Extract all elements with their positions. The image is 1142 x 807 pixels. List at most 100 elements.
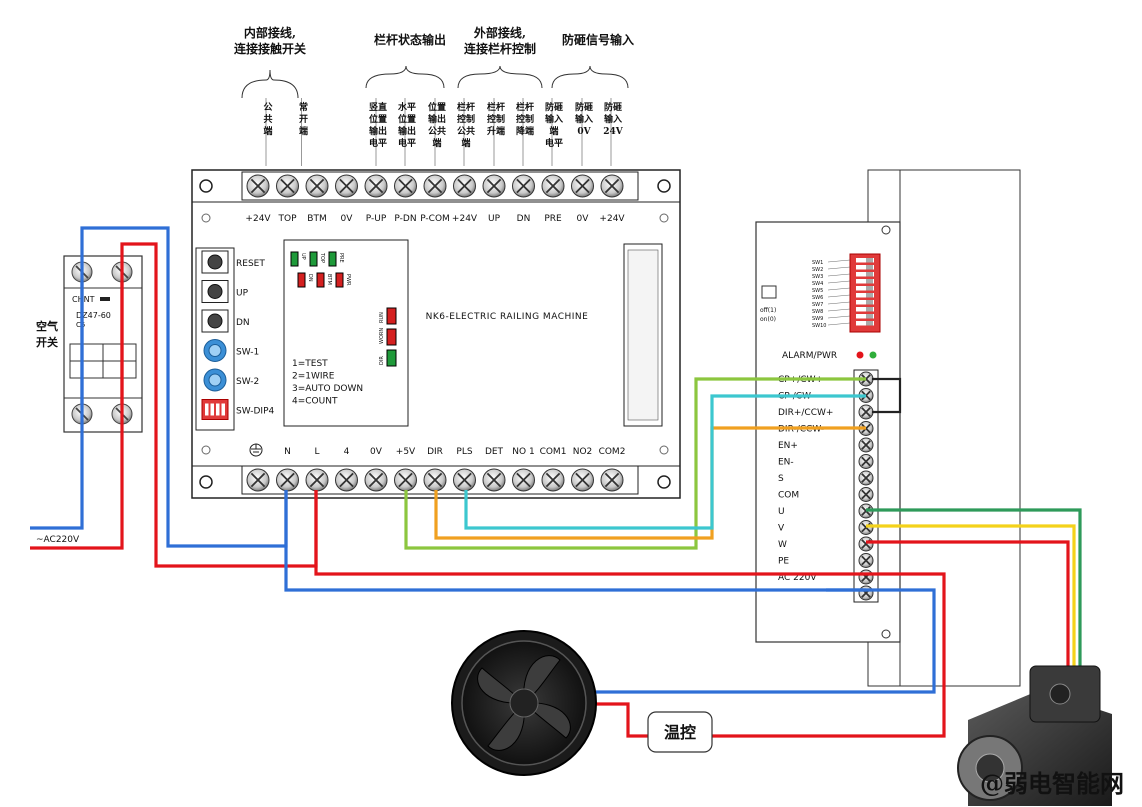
wire [596,702,648,738]
switch-label: SW1 [812,260,823,266]
terminal-note: 电平 [398,137,416,149]
led-label: RUN [379,312,385,323]
bottom-terminal-label: L [314,447,319,457]
terminal-note: 栏杆 [487,101,505,113]
wire [464,394,866,530]
wire [404,377,866,550]
top-terminal-label: +24V [452,214,478,224]
bottom-terminal-screw [541,468,565,492]
driver-terminal-label: U [778,507,785,517]
terminal-note: 输出 [369,125,387,137]
anti-smash-label: 防砸信号输入 [562,32,634,47]
bottom-terminal-screw [364,468,388,492]
switch-label: SW6 [812,295,823,301]
ground-symbol-icon [249,443,263,457]
brace-anti-smash [551,65,629,89]
terminal-note: 输出 [428,113,446,125]
brace-status [365,65,445,89]
led-label: DN [307,274,313,282]
bottom-terminal-label: PLS [456,447,472,457]
led-vertical-icon [386,307,397,325]
terminal-note: 端 [549,125,558,137]
terminal-note: 端 [263,125,272,137]
terminal-note: 控制 [516,113,534,125]
switch-label: SW7 [812,302,823,308]
bottom-terminal-label: COM2 [599,447,626,457]
top-terminal-label: TOP [277,214,297,224]
mode-item: 3=AUTO DOWN [292,384,363,394]
terminal-note: 共 [263,113,272,125]
led-label: PWR [345,274,351,286]
dip-switch-icon [849,253,881,333]
terminal-note: 降端 [516,125,534,137]
driver-terminal-label: DIR+/CCW+ [778,408,833,418]
mode-item: 1=TEST [292,359,328,369]
button-label: SW-2 [236,377,259,387]
external-wiring-line2: 连接栏杆控制 [464,41,536,56]
controller-title: NK6-ELECTRIC RAILING MACHINE [426,312,589,322]
terminal-note: 输入 [545,113,563,125]
switch-label: SW4 [812,281,823,287]
brace-external [457,65,543,89]
switch-label: SW5 [812,288,823,294]
bottom-terminal-screw [512,468,535,492]
wire [866,508,1082,676]
switch-label: SW8 [812,309,823,315]
led-label: BTM [326,274,332,285]
terminal-note: 控制 [457,113,475,125]
breaker-label-line1: 空气 [36,319,58,333]
servo-motor-icon [957,665,1112,806]
terminal-note: 常 [299,101,308,113]
top-terminal-block [241,171,639,201]
terminal-note: 升端 [487,125,505,137]
driver-terminal-screw [858,454,874,469]
terminal-note: 位置 [428,101,446,113]
driver-terminal-screw [858,585,874,601]
driver-terminal-label: EN- [778,458,794,468]
driver-terminal-screw [858,553,874,568]
bottom-terminal-label: +5V [396,447,416,457]
driver-terminal-label: PE [778,557,789,567]
wire [434,426,866,540]
button-label: SW-DIP4 [236,407,275,417]
terminal-note: 防砸 [575,101,593,113]
top-terminal-label: P-DN [394,214,416,224]
driver-terminal-label: W [778,540,787,550]
top-terminal-label: P-UP [366,214,387,224]
internal-wiring-line1: 内部接线, [244,25,296,40]
terminal-note: 端 [299,125,308,137]
terminal-note: 端 [432,137,441,149]
alarm-pwr-label: ALARM/PWR [782,351,837,361]
bottom-terminal-label: NO2 [573,447,593,457]
switch-label: SW10 [812,323,826,329]
bottom-terminal-label: DIR [427,447,443,457]
mode-item: 2=1WIRE [292,372,335,382]
switch-label: SW2 [812,267,823,273]
mode-list: 1=TEST 2=1WIRE 3=AUTO DOWN 4=COUNT [292,359,363,407]
terminal-notes: 公共端常开端竖直位置输出电平水平位置输出电平位置输出公共端栏杆控制公共端栏杆控制… [263,98,624,166]
button-label: RESET [236,259,265,269]
terminal-note: 栏杆 [457,101,475,113]
bottom-terminal-label: 0V [370,447,383,457]
bottom-terminal-screw [453,468,476,492]
driver-terminal-screw [858,437,874,453]
bottom-terminal-block [241,465,639,495]
top-terminal-label: DN [517,214,531,224]
bottom-terminal-screw [246,468,270,492]
terminal-note: 输入 [604,113,622,125]
terminal-note: 位置 [398,113,416,125]
top-terminal-label: PRE [544,214,562,224]
top-terminal-screw [571,174,594,198]
terminal-note: 栏杆 [516,101,534,113]
temperature-controller: 温控 [647,711,713,753]
mode-item: 4=COUNT [292,397,338,407]
terminal-note: 24V [603,127,624,137]
switch-legend-off: off(1) [760,307,776,314]
button-label: UP [236,289,249,299]
terminal-note: 端 [461,137,470,149]
driver-terminal-label: S [778,474,784,484]
